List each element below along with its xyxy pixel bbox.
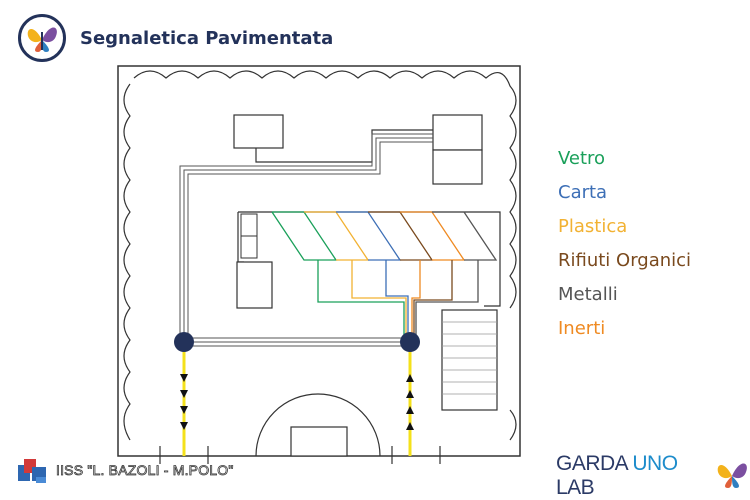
node-left [174, 332, 194, 352]
building-right-top [432, 114, 483, 151]
hedge-outline [123, 70, 517, 441]
legend-item-metalli: Metalli [558, 284, 618, 305]
building-left-block [236, 261, 273, 309]
legend-item-vetro: Vetro [558, 148, 606, 169]
footer-brand: GARDA UNO LAB [556, 452, 750, 500]
arrows-up [406, 374, 414, 430]
butterfly-logo-icon [18, 14, 66, 62]
brand-name: GARDA UNO LAB [556, 452, 678, 499]
colored-paths [317, 260, 479, 338]
legend: Vetro Carta Plastica Rifiuti Organici Me… [558, 146, 691, 350]
legend-item-inerti: Inerti [558, 318, 606, 339]
building-small [233, 114, 284, 149]
arrows-down [180, 374, 188, 430]
node-right [400, 332, 420, 352]
butterfly-logo-icon [714, 456, 750, 496]
building-right-bottom [432, 149, 483, 185]
school-name: IISS "L. BAZOLI - M.POLO" [56, 462, 234, 479]
school-logo-icon [16, 455, 48, 485]
page-title: Segnaletica Pavimentata [80, 27, 334, 49]
legend-item-plastica: Plastica [558, 216, 628, 237]
main-route [179, 133, 433, 347]
bin-bays [271, 211, 498, 261]
court-arc [255, 393, 381, 457]
legend-item-carta: Carta [558, 182, 608, 203]
legend-item-organici: Rifiuti Organici [558, 250, 692, 271]
footer-school: IISS "L. BAZOLI - M.POLO" [16, 455, 234, 485]
header: Segnaletica Pavimentata [18, 10, 333, 66]
staircase [441, 309, 498, 411]
